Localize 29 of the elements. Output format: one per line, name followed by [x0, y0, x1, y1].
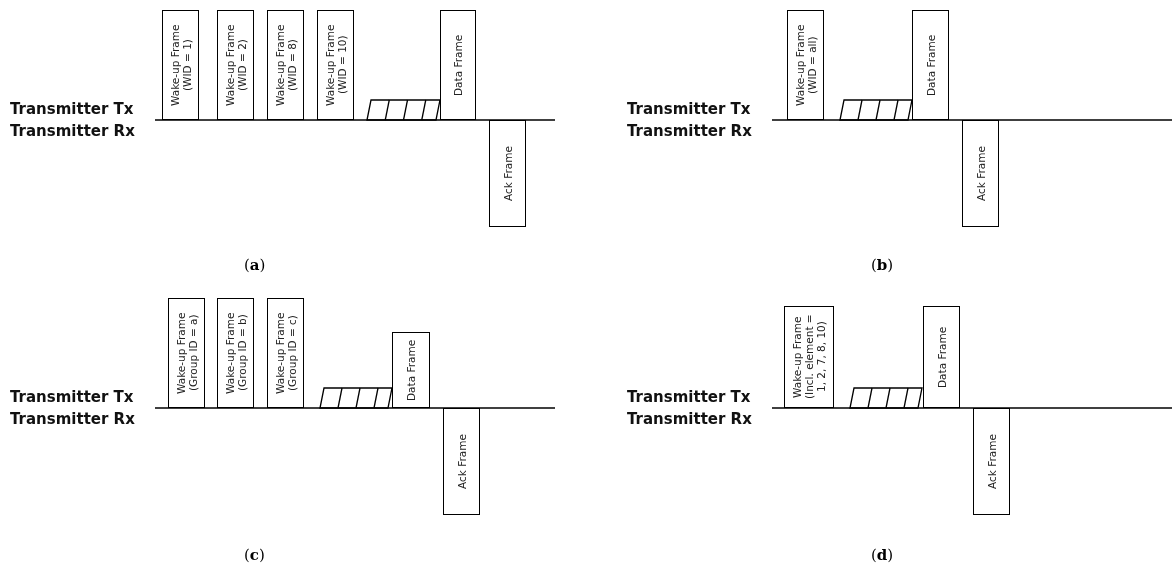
signal-label: Transmitter Rx [10, 122, 135, 140]
signal-label: Transmitter Rx [627, 410, 752, 428]
panel-caption: (d) [871, 546, 894, 564]
signal-label: Transmitter Tx [10, 388, 134, 406]
frame-box: Wake-up Frame (WID = 8) [267, 10, 304, 120]
frame-box: Ack Frame [962, 120, 999, 227]
frame-box: Data Frame [912, 10, 949, 120]
frame-box: Wake-up Frame (Group ID = b) [217, 298, 254, 408]
frame-box: Wake-up Frame (Group ID = a) [168, 298, 205, 408]
signal-label: Transmitter Tx [627, 100, 751, 118]
panel-caption: (a) [244, 256, 266, 274]
frame-box: Wake-up Frame (WID = 1) [162, 10, 199, 120]
frame-box: Data Frame [392, 332, 430, 408]
signal-label: Transmitter Tx [10, 100, 134, 118]
frame-box: Wake-up Frame (WID = 10) [317, 10, 354, 120]
panel-caption: (c) [244, 546, 265, 564]
frame-box: Wake-up Frame (WID = 2) [217, 10, 254, 120]
frame-box: Data Frame [440, 10, 476, 120]
frame-box: Ack Frame [973, 408, 1010, 515]
signal-label: Transmitter Tx [627, 388, 751, 406]
frame-box: Ack Frame [443, 408, 480, 515]
frame-box: Wake-up Frame (Incl. element = 1, 2, 7, 8, 10) [784, 306, 834, 408]
frame-box: Ack Frame [489, 120, 526, 227]
frame-box: Data Frame [923, 306, 960, 408]
panel-caption: (b) [871, 256, 894, 274]
signal-label: Transmitter Rx [627, 122, 752, 140]
signal-label: Transmitter Rx [10, 410, 135, 428]
frame-box: Wake-up Frame (Group ID = c) [267, 298, 304, 408]
frame-box: Wake-up Frame (WID = all) [787, 10, 824, 120]
